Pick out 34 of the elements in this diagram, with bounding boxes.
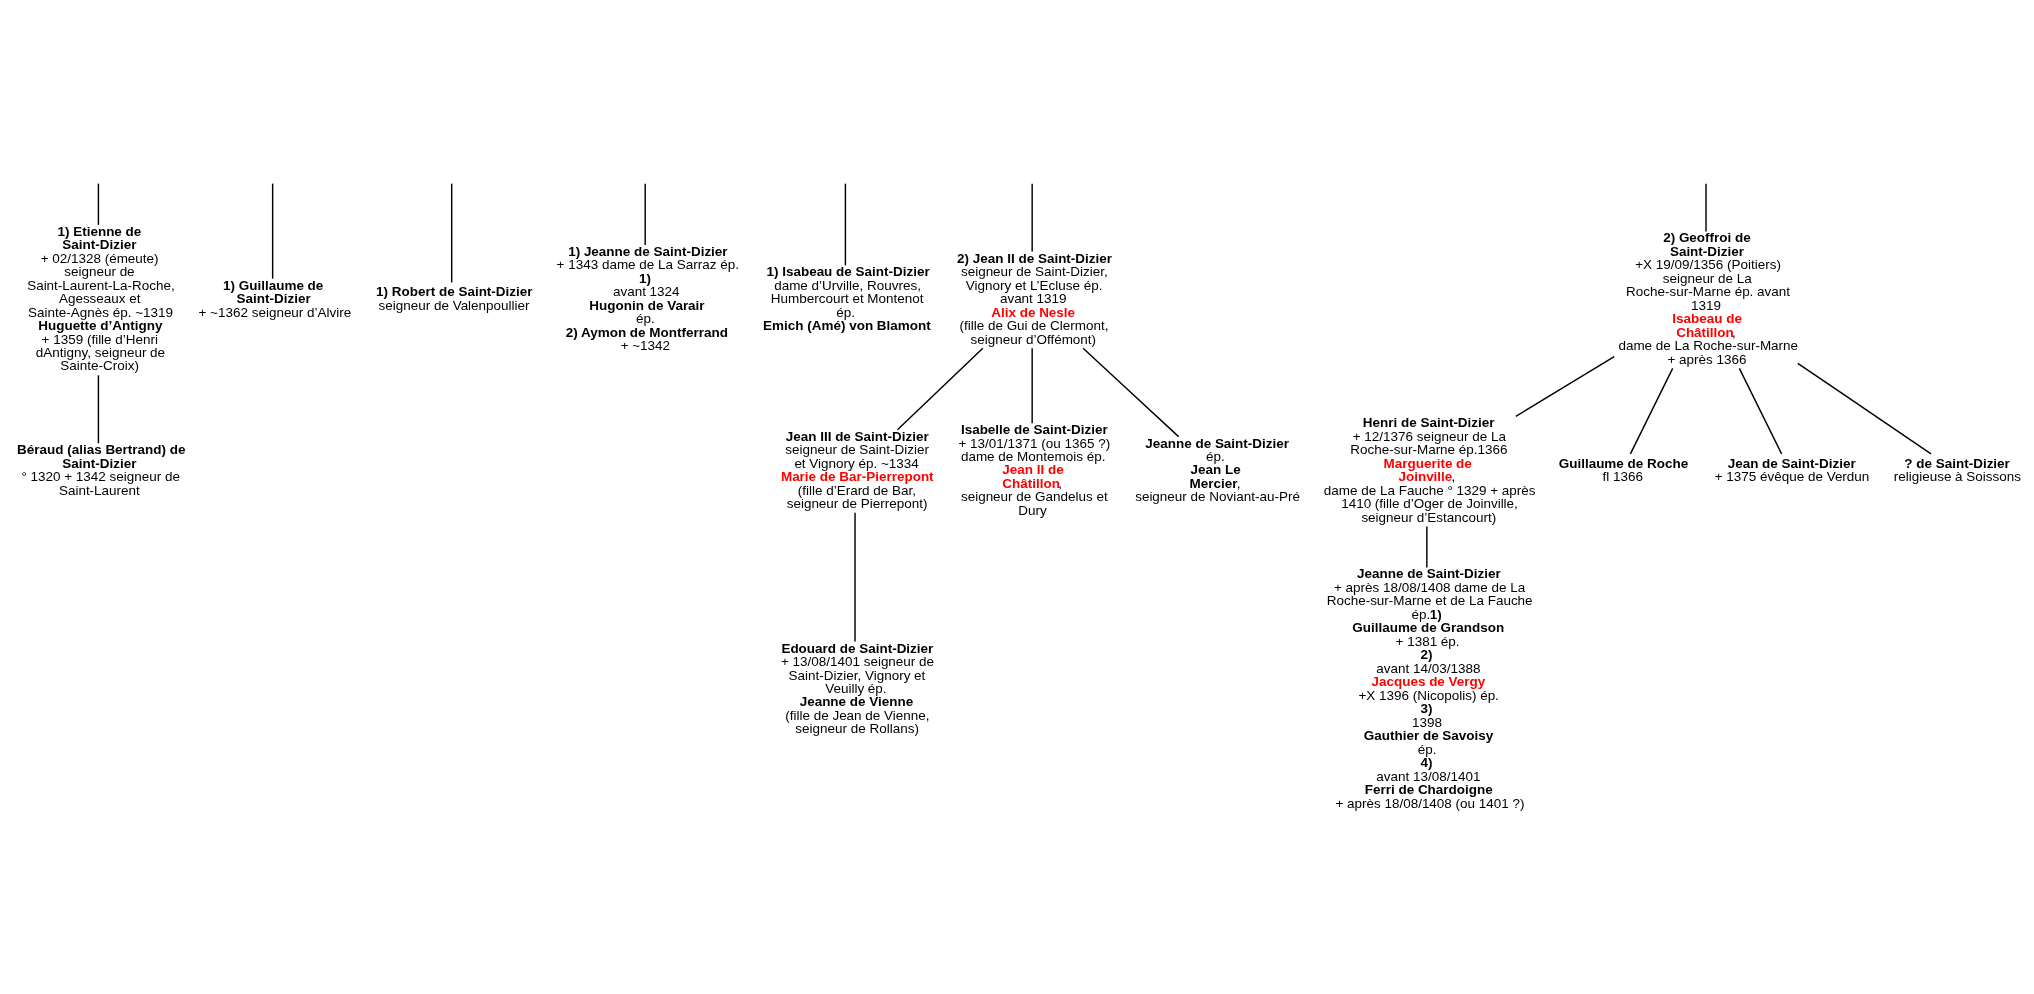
connector: [97, 182, 100, 226]
connector: [1797, 362, 1932, 455]
node-text: 1) Jeanne de Saint-Dizier + 1343 dame de La Sarraz ép. 1) avant 1324 Hugonin de Varair ép. 2) Aymon de Montferrand + ~1342: [556, 243, 739, 353]
connector: [1515, 355, 1615, 417]
node-text: Isabelle de Saint-Dizier + 13/01/1371 (ou 1365 ?) dame de Montemois ép. Jean II de Châtillon, seigneur de Gandelus et Dury: [958, 421, 1111, 518]
node-text: ? de Saint-Dizier religieuse à Soissons: [1893, 455, 2022, 484]
node-text: Jeanne de Saint-Dizier + après 18/08/1408 dame de La Roche-sur-Marne et de La Fauche ép.1) Guillaume de Grandson + 1381 ép. 2) avant 14/03/1388 Jacques de Vergy +X 1396 (Nicopolis) ép. 3) 1398 Gauthier de Savoisy ép. 4) avant 13/08/1401 Ferri de Chardoigne + après 18/08/1408 (ou 1401 ?): [1326, 565, 1533, 811]
node-text: Béraud (alias Bertrand) de Saint-Dizier ° 1320 + 1342 seigneur de Saint-Laurent: [17, 441, 186, 498]
node-text: Henri de Saint-Dizier + 12/1376 seigneur de La Roche-sur-Marne ép.1366 Marguerite de Joinville, dame de La Fauche ° 1329 + après 1410 (fille d’Oger de Joinville, seigneur d’Estancourt): [1323, 414, 1536, 525]
connector: [644, 182, 646, 246]
connector: [896, 346, 984, 431]
connector: [1629, 367, 1674, 455]
connector: [1705, 182, 1707, 232]
connector: [1426, 525, 1428, 568]
node-text: Edouard de Saint-Dizier + 13/08/1401 seigneur de Saint-Dizier, Vignory et Veuilly ép. Jeanne de Vienne (fille de Jean de Vienne, seigneur de Rollans): [780, 640, 935, 736]
connector: [97, 374, 100, 444]
node-text: 1) Guillaume de Saint-Dizier + ~1362 seigneur d’Alvire: [198, 277, 352, 320]
node-text: Jean III de Saint-Dizier seigneur de Saint-Dizier et Vignory ép. ~1334 Marie de Bar-Pierrepont (fille d’Erard de Bar, seigneur de Pierrepont): [780, 428, 934, 511]
node-text: Guillaume de Roche fl 1366: [1558, 455, 1689, 484]
node-text: 2) Geoffroi de Saint-Dizier +X 19/09/1356 (Poitiers) seigneur de La Roche-sur-Marne ép. avant 1319 Isabeau de Châtillon, dame de La Roche-sur-Marne + après 1366: [1618, 229, 1799, 367]
node-text: Jeanne de Saint-Dizier ép. Jean Le Mercier, seigneur de Noviant-au-Pré: [1135, 435, 1300, 504]
node-text: 1) Robert de Saint-Dizier seigneur de Valenpoullier: [376, 283, 533, 313]
connector: [1031, 182, 1033, 252]
node-text: 1) Isabeau de Saint-Dizier dame d’Urville, Rouvres, Humbercourt et Montenot ép. Emich (Amé) von Blamont: [763, 263, 931, 333]
node-text: Jean de Saint-Dizier + 1375 évêque de Verdun: [1714, 455, 1870, 484]
connector: [844, 182, 847, 266]
connector: [271, 182, 274, 279]
connector: [450, 182, 453, 283]
node-text: 1) Etienne de Saint-Dizier + 02/1328 (émeute) seigneur de Saint-Laurent-La-Roche, Agesseaux et Sainte-Agnès ép. ~1319 Huguette d’Antigny + 1359 (fille d’Henri dAntigny, seigneur de Sainte-Croix): [27, 223, 175, 373]
connector: [1031, 346, 1033, 424]
node-text: 2) Jean II de Saint-Dizier seigneur de Saint-Dizier, Vignory et L’Ecluse ép. avant 1319 Alix de Nesle (fille de Gui de Clermont, seigneur d’Offémont): [957, 250, 1113, 347]
connector: [854, 511, 856, 642]
connector: [1738, 367, 1783, 455]
connector: [1082, 346, 1180, 437]
